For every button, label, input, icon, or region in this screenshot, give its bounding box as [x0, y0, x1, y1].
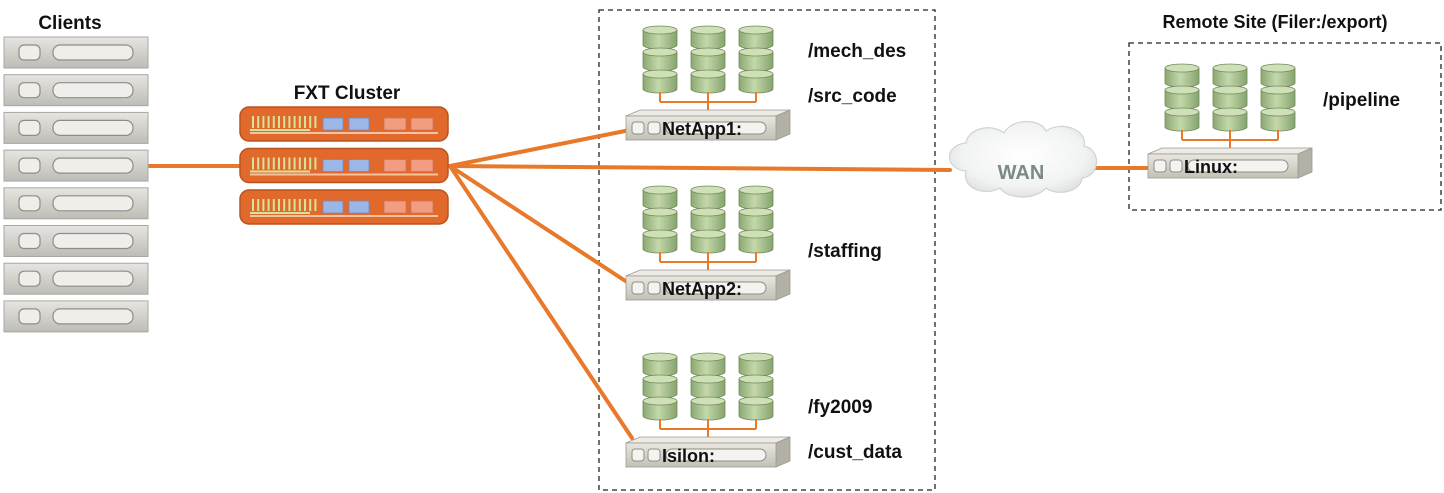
- disk-icon: [738, 352, 774, 377]
- disk-icon: [690, 207, 726, 232]
- disk-icon: [690, 25, 726, 50]
- disk-icon: [690, 352, 726, 377]
- link-fxt-netapp1: [448, 128, 632, 168]
- client-server: [3, 262, 149, 295]
- client-server: [3, 111, 149, 144]
- disk-icon: [642, 396, 678, 421]
- disk-icon: [1260, 85, 1296, 110]
- disk-icon: [738, 185, 774, 210]
- disk-icon: [738, 69, 774, 94]
- disk-icon: [1164, 107, 1200, 132]
- fxt-cluster: [239, 106, 449, 225]
- client-server: [3, 36, 149, 69]
- disk-icon: [642, 25, 678, 50]
- isilon-server: Isilon:: [625, 436, 791, 468]
- disk-icon: [738, 207, 774, 232]
- netapp1-name: NetApp1:: [662, 119, 742, 139]
- disk-icon: [690, 47, 726, 72]
- isilon-name: Isilon:: [662, 446, 715, 466]
- disk-icon: [642, 185, 678, 210]
- clients-rack: [3, 36, 149, 333]
- netapp2-name: NetApp2:: [662, 279, 742, 299]
- remote-site-border: [1128, 42, 1442, 211]
- netapp2-server: NetApp2:: [625, 269, 791, 301]
- disk-icon: [690, 374, 726, 399]
- client-server: [3, 225, 149, 257]
- disk-icon: [1164, 85, 1200, 110]
- storage-netapp2: NetApp2: /staffing: [625, 185, 882, 301]
- fxt-node: [239, 189, 449, 225]
- storage-group-border: [598, 9, 936, 491]
- storage-linux: Linux: /pipeline: [1147, 63, 1400, 179]
- storage-isilon: Isilon: /fy2009/cust_data: [625, 352, 902, 468]
- disk-icon: [642, 69, 678, 94]
- disk-icon: [690, 229, 726, 254]
- client-server: [3, 187, 149, 220]
- export-path: /cust_data: [808, 442, 902, 463]
- fxt-node: [239, 106, 449, 142]
- remote-site-title: Remote Site (Filer:/export): [1162, 12, 1387, 32]
- disk-icon: [1212, 63, 1248, 88]
- netapp1-server: NetApp1:: [625, 109, 791, 141]
- disk-icon: [1212, 85, 1248, 110]
- storage-netapp1: NetApp1: /mech_des/src_code: [625, 25, 906, 141]
- export-path: /src_code: [808, 86, 897, 107]
- linux-server: Linux:: [1147, 147, 1313, 179]
- wan-label: WAN: [998, 162, 1045, 184]
- disk-icon: [738, 374, 774, 399]
- disk-icon: [738, 47, 774, 72]
- client-server: [3, 300, 149, 333]
- disk-icon: [738, 396, 774, 421]
- export-path: /fy2009: [808, 397, 872, 418]
- disk-icon: [642, 352, 678, 377]
- disk-icon: [690, 396, 726, 421]
- wan-cloud: WAN: [949, 120, 1098, 198]
- disk-icon: [1164, 63, 1200, 88]
- connection-lines: [146, 128, 1152, 440]
- linux-name: Linux:: [1184, 157, 1238, 177]
- fxt-node: [239, 147, 449, 184]
- disk-icon: [1212, 107, 1248, 132]
- export-path: /staffing: [808, 241, 882, 262]
- disk-icon: [642, 47, 678, 72]
- clients-label: Clients: [38, 13, 101, 34]
- disk-icon: [642, 207, 678, 232]
- disk-icon: [738, 25, 774, 50]
- disk-icon: [1260, 63, 1296, 88]
- link-fxt-isilon: [448, 164, 634, 440]
- link-fxt-netapp2: [448, 164, 632, 286]
- disk-icon: [738, 229, 774, 254]
- fxt-cluster-label: FXT Cluster: [294, 83, 401, 104]
- link-fxt-wan: [448, 164, 952, 172]
- disk-icon: [642, 229, 678, 254]
- disk-icon: [690, 185, 726, 210]
- disk-icon: [1260, 107, 1296, 132]
- disk-icon: [642, 374, 678, 399]
- export-path: /pipeline: [1323, 90, 1400, 111]
- disk-icon: [690, 69, 726, 94]
- client-server: [3, 74, 149, 107]
- client-server: [3, 149, 149, 182]
- export-path: /mech_des: [808, 41, 906, 62]
